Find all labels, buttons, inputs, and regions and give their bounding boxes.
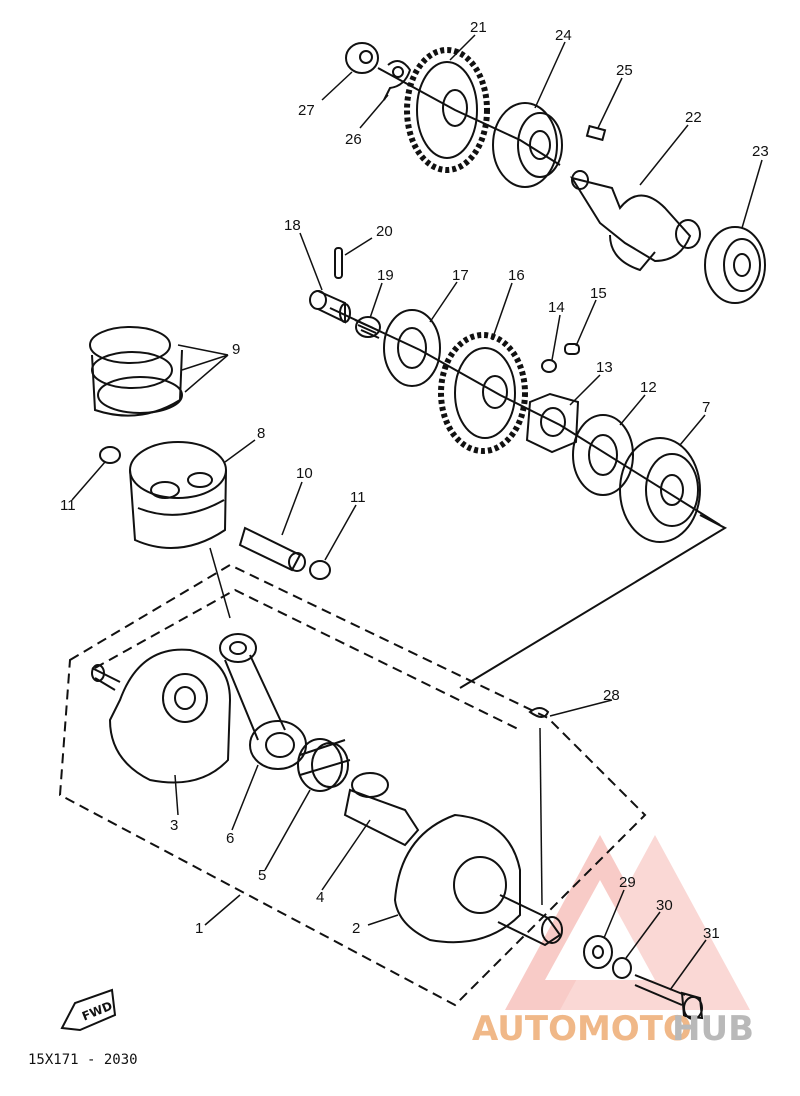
part-31-bolt	[634, 974, 704, 1020]
diagram-code: 15X171 - 2030	[28, 1052, 138, 1068]
part-15-pin	[564, 343, 580, 355]
part-7-bearing	[619, 437, 701, 543]
forward-arrow-icon	[60, 988, 117, 1032]
axis-line-middle	[329, 307, 721, 526]
part-28-woodruff-key	[528, 707, 550, 718]
callout-11b: 11	[350, 489, 366, 506]
part-11-clip-right	[309, 560, 331, 580]
part-9-piston-rings	[89, 326, 183, 417]
callout-8: 8	[257, 425, 265, 442]
callout-23: 23	[752, 143, 769, 160]
assembly-outline-crankshaft	[58, 563, 647, 1007]
part-23-bearing	[704, 226, 766, 304]
part-21-balancer-gear	[404, 47, 490, 173]
callout-31: 31	[703, 925, 720, 942]
part-22-balancer-shaft	[569, 170, 701, 272]
callout-10: 10	[296, 465, 313, 482]
callout-12: 12	[640, 379, 657, 396]
part-2-crank-web	[393, 813, 563, 947]
callout-18: 18	[284, 217, 301, 234]
part-4-crank-pin	[343, 772, 420, 847]
callout-5: 5	[258, 867, 266, 884]
part-10-piston-pin	[238, 526, 306, 572]
leader-lines	[71, 34, 763, 991]
shaft-axis-line	[377, 67, 561, 166]
callout-25: 25	[616, 62, 633, 79]
assembly-outline-inner	[94, 588, 521, 731]
part-3-crank-web	[91, 648, 232, 784]
part-17-plate	[383, 309, 441, 387]
callout-11a: 11	[60, 497, 76, 514]
part-27-nut	[345, 42, 379, 74]
callout-30: 30	[656, 897, 673, 914]
callout-28: 28	[603, 687, 620, 704]
part-24-bearing	[492, 102, 563, 188]
callout-1: 1	[195, 920, 203, 937]
callout-21: 21	[470, 19, 487, 36]
callout-3: 3	[170, 817, 178, 834]
watermark-text-hub: HUB	[672, 1009, 754, 1049]
callout-24: 24	[555, 27, 572, 44]
part-12-plate	[572, 414, 634, 496]
callout-9: 9	[232, 341, 240, 358]
part-29-washer	[583, 935, 613, 969]
part-30-ring	[612, 957, 632, 979]
part-14-spring	[541, 359, 557, 373]
part-8-piston	[129, 441, 227, 549]
part-26-lock-washer	[383, 60, 412, 101]
watermark-text: AUTOMOTO HUB	[472, 1009, 754, 1049]
key-guide-line	[539, 727, 543, 906]
callout-2: 2	[352, 920, 360, 937]
callout-19: 19	[377, 267, 394, 284]
callout-17: 17	[452, 267, 469, 284]
part-6-connecting-rod	[219, 633, 307, 770]
part-18-collar-pin	[309, 290, 351, 324]
callout-13: 13	[596, 359, 613, 376]
part-11-clip-left	[99, 446, 121, 464]
part-20-pin	[334, 247, 343, 279]
part-5-needle-bearing	[297, 738, 351, 792]
callout-29: 29	[619, 874, 636, 891]
callout-26: 26	[345, 131, 362, 148]
forward-label: FWD	[80, 999, 114, 1024]
callout-22: 22	[685, 109, 702, 126]
callout-15: 15	[590, 285, 607, 302]
callout-16: 16	[508, 267, 525, 284]
callout-14: 14	[548, 299, 565, 316]
callout-7: 7	[702, 399, 710, 416]
part-25-key	[585, 124, 607, 142]
guide-line	[459, 514, 728, 689]
part-16-gear	[438, 332, 528, 454]
watermark-text-automoto: AUTOMOTO	[472, 1009, 692, 1049]
callout-27: 27	[298, 102, 315, 119]
callout-4: 4	[316, 889, 324, 906]
part-19-spring	[354, 316, 381, 339]
callout-6: 6	[226, 830, 234, 847]
part-13-hub	[525, 392, 580, 454]
callout-20: 20	[376, 223, 393, 240]
